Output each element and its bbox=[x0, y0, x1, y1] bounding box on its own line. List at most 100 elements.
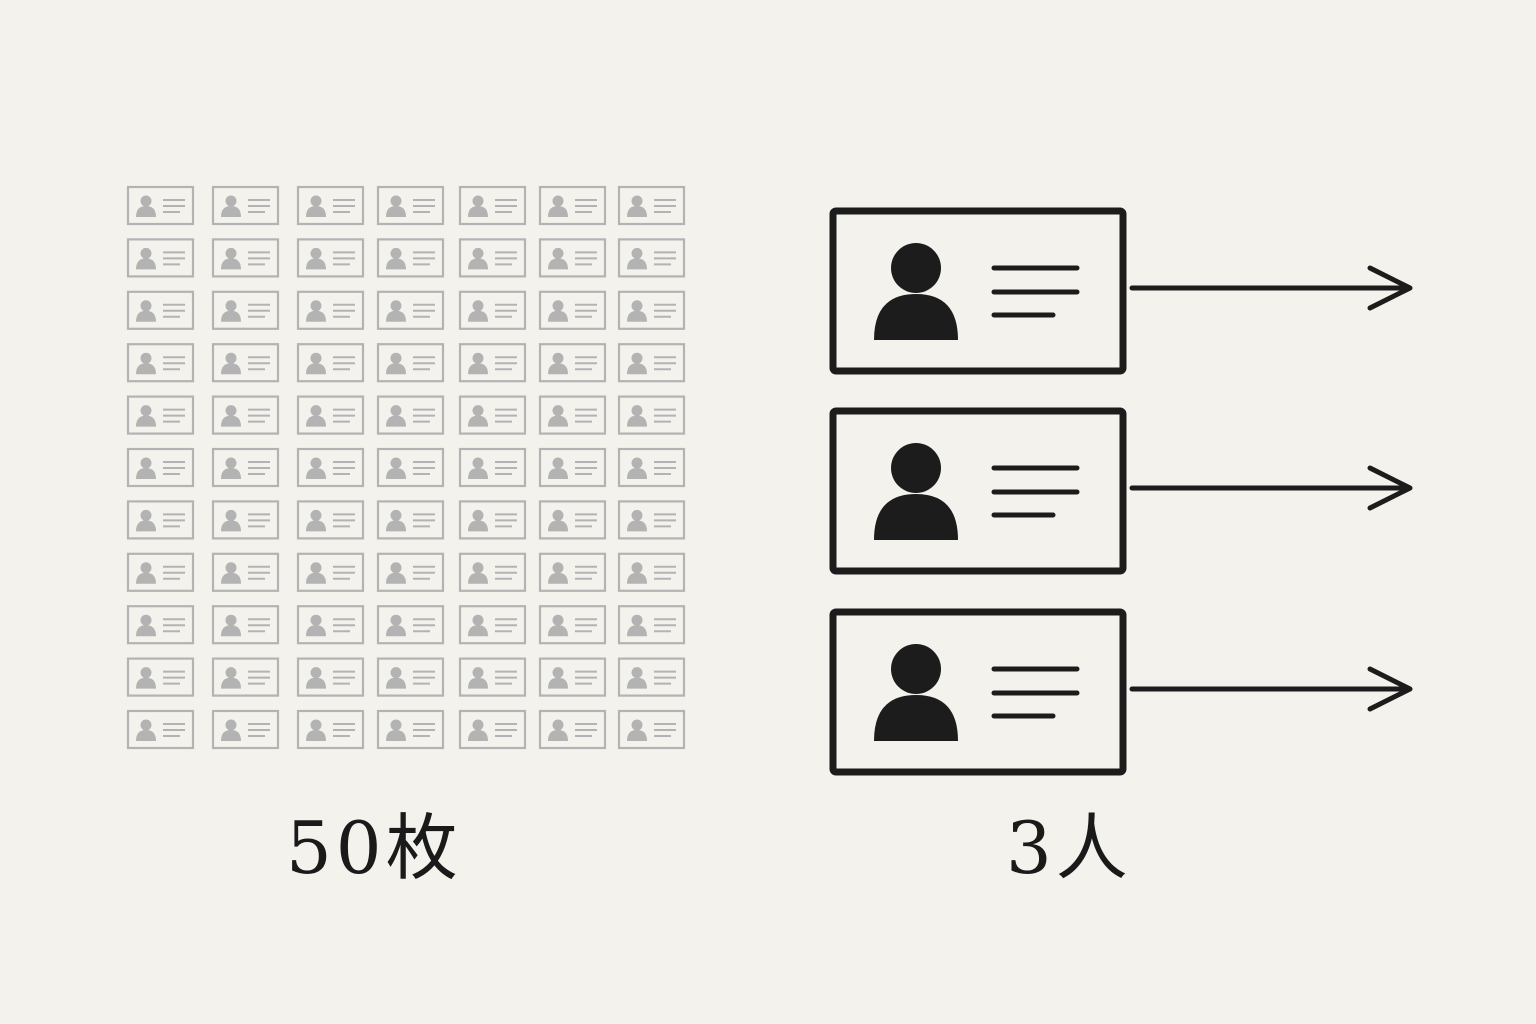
text-lines-icon bbox=[333, 565, 355, 580]
small-id-card bbox=[211, 395, 280, 435]
text-lines-icon bbox=[333, 303, 355, 318]
text-lines-icon bbox=[575, 723, 597, 737]
text-lines-icon bbox=[248, 461, 270, 475]
person-icon bbox=[468, 405, 488, 427]
small-id-card bbox=[458, 605, 527, 645]
person-icon bbox=[548, 247, 568, 270]
person-icon bbox=[136, 300, 156, 322]
text-lines-icon bbox=[991, 265, 1080, 318]
text-lines-icon bbox=[413, 513, 435, 528]
text-lines-icon bbox=[654, 199, 676, 213]
text-lines-icon bbox=[413, 618, 435, 633]
person-icon bbox=[627, 614, 647, 637]
person-icon bbox=[306, 300, 326, 322]
text-lines-icon bbox=[575, 408, 597, 423]
small-id-card bbox=[211, 185, 280, 226]
small-id-card bbox=[538, 290, 607, 330]
small-id-card bbox=[296, 552, 365, 592]
person-icon bbox=[306, 667, 326, 689]
person-icon bbox=[627, 300, 647, 322]
small-id-card bbox=[458, 709, 527, 750]
card-count-label: 50枚 bbox=[286, 806, 462, 890]
small-id-card bbox=[296, 290, 365, 330]
small-id-card bbox=[376, 605, 445, 645]
person-icon bbox=[468, 614, 488, 637]
text-lines-icon bbox=[495, 670, 517, 685]
text-lines-icon bbox=[333, 251, 355, 266]
small-id-card bbox=[296, 500, 365, 540]
arrow-right-icon bbox=[1129, 265, 1413, 311]
text-lines-icon bbox=[163, 199, 185, 213]
small-id-card bbox=[126, 447, 195, 488]
person-icon bbox=[548, 509, 568, 532]
small-id-card bbox=[538, 709, 607, 750]
text-lines-icon bbox=[248, 303, 270, 318]
text-lines-icon bbox=[163, 513, 185, 528]
small-id-card bbox=[376, 185, 445, 226]
text-lines-icon bbox=[333, 356, 355, 371]
text-lines-icon bbox=[575, 670, 597, 685]
small-id-card bbox=[458, 500, 527, 540]
small-id-card bbox=[126, 290, 195, 330]
text-lines-icon bbox=[163, 618, 185, 633]
text-lines-icon bbox=[333, 461, 355, 475]
small-id-card bbox=[296, 238, 365, 278]
person-icon bbox=[306, 457, 326, 479]
person-icon bbox=[386, 667, 406, 689]
small-id-card bbox=[376, 552, 445, 592]
text-lines-icon bbox=[991, 465, 1080, 518]
text-lines-icon bbox=[654, 723, 676, 737]
person-icon bbox=[468, 562, 488, 584]
person-icon bbox=[548, 195, 568, 217]
small-id-card bbox=[126, 657, 195, 697]
text-lines-icon bbox=[575, 199, 597, 213]
person-icon bbox=[468, 509, 488, 532]
text-lines-icon bbox=[413, 408, 435, 423]
small-id-card bbox=[296, 395, 365, 435]
small-id-card bbox=[617, 709, 686, 750]
person-icon bbox=[627, 719, 647, 741]
person-icon bbox=[627, 457, 647, 479]
small-id-card bbox=[538, 657, 607, 697]
text-lines-icon bbox=[413, 251, 435, 266]
text-lines-icon bbox=[248, 199, 270, 213]
person-icon bbox=[306, 509, 326, 532]
small-id-card bbox=[538, 185, 607, 226]
person-icon bbox=[221, 509, 241, 532]
text-lines-icon bbox=[333, 408, 355, 423]
small-id-card bbox=[376, 395, 445, 435]
text-lines-icon bbox=[163, 723, 185, 737]
small-id-card bbox=[126, 185, 195, 226]
small-id-card bbox=[211, 657, 280, 697]
person-icon bbox=[468, 457, 488, 479]
person-icon bbox=[548, 562, 568, 584]
text-lines-icon bbox=[333, 513, 355, 528]
small-id-card bbox=[296, 605, 365, 645]
text-lines-icon bbox=[654, 618, 676, 633]
text-lines-icon bbox=[248, 513, 270, 528]
person-icon bbox=[136, 614, 156, 637]
small-id-card bbox=[458, 395, 527, 435]
person-icon bbox=[306, 405, 326, 427]
arrow-right-icon bbox=[1129, 666, 1413, 712]
small-id-card bbox=[296, 185, 365, 226]
small-id-card bbox=[376, 709, 445, 750]
small-id-card bbox=[376, 343, 445, 383]
person-icon bbox=[221, 667, 241, 689]
person-icon bbox=[136, 195, 156, 217]
small-id-card bbox=[617, 657, 686, 697]
small-id-card bbox=[211, 605, 280, 645]
small-id-card bbox=[538, 447, 607, 488]
text-lines-icon bbox=[575, 461, 597, 475]
small-id-card bbox=[458, 185, 527, 226]
person-icon bbox=[627, 247, 647, 270]
person-icon bbox=[221, 457, 241, 479]
person-icon bbox=[548, 352, 568, 375]
small-id-card bbox=[617, 185, 686, 226]
small-id-card bbox=[458, 343, 527, 383]
text-lines-icon bbox=[163, 408, 185, 423]
text-lines-icon bbox=[654, 565, 676, 580]
small-id-card bbox=[376, 500, 445, 540]
small-id-card bbox=[211, 447, 280, 488]
small-id-card bbox=[296, 657, 365, 697]
